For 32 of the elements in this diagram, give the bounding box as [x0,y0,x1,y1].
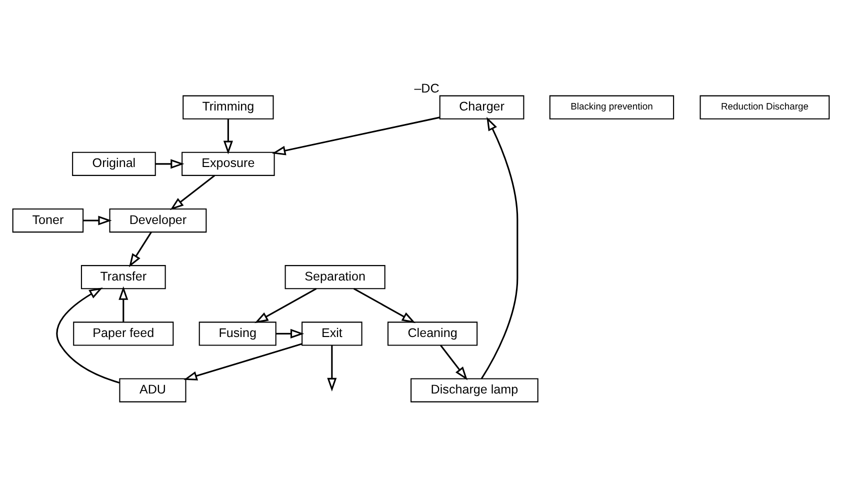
arrow [254,287,317,323]
arrow [83,215,112,225]
arrow [170,174,216,210]
node-box: Trimming [182,94,274,119]
node-box: Reduction Discharge [700,94,830,119]
arrow [440,344,468,380]
arrow [155,158,184,168]
arrow [276,328,304,338]
arrow [353,287,416,323]
node-box: Original [72,151,156,176]
node-box: Fusing [198,321,276,346]
arrow [327,344,337,392]
node-box: ADU [119,378,186,402]
node-box: Developer [109,208,207,232]
arrow [480,116,518,379]
node-box: Separation [284,264,386,289]
arrow [129,231,152,267]
node-box: Charger [439,94,524,119]
node-box: Exposure [182,151,275,176]
node-label: –DC [414,80,440,95]
node-box: Toner [12,208,84,232]
arrow [223,118,233,154]
node-box: Paper feed [73,321,174,346]
node-box: Cleaning [387,321,478,346]
node-box: Exit [302,321,362,346]
node-box: Discharge lamp [410,378,538,402]
arrow [272,116,440,155]
node-box: Blacking prevention [549,94,674,119]
node-box: Transfer [80,264,166,289]
arrow [118,286,128,322]
arrow [56,287,120,383]
arrow [184,342,302,380]
